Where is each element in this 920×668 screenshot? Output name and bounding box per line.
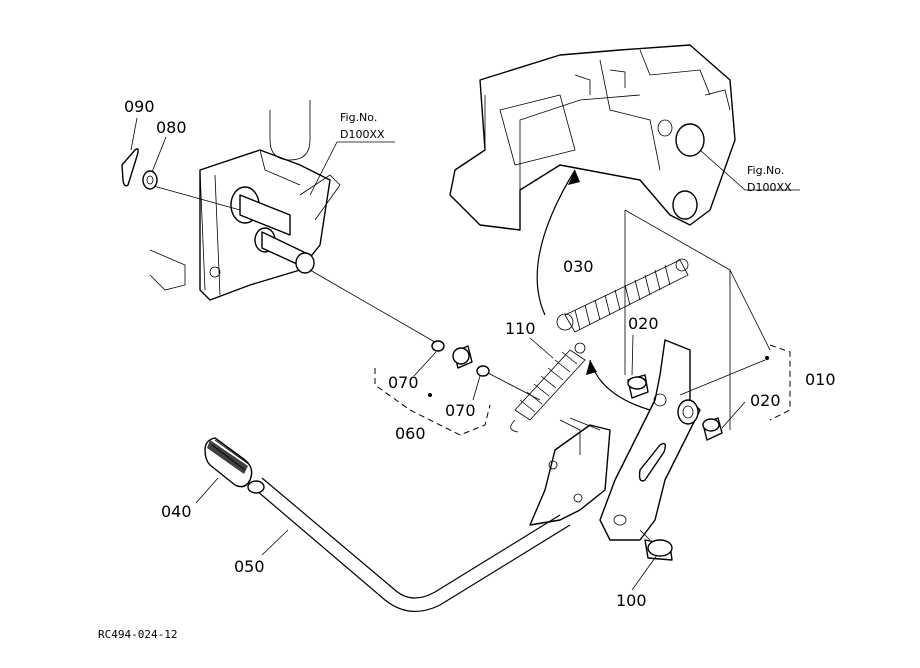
label-020-upper: 020 xyxy=(628,314,659,333)
label-030: 030 xyxy=(563,257,594,276)
label-leaders xyxy=(130,117,746,591)
axis-point-right xyxy=(765,356,769,360)
label-060: 060 xyxy=(395,424,426,443)
fig-ref-right-line2: D100XX xyxy=(747,181,792,194)
axis-line-060 xyxy=(487,372,541,401)
label-040: 040 xyxy=(161,502,192,521)
label-070-right: 070 xyxy=(445,401,476,420)
washer-080 xyxy=(142,170,158,190)
left-bracket-assembly xyxy=(149,100,341,301)
fig-ref-left-line2: D100XX xyxy=(340,128,385,141)
label-050: 050 xyxy=(234,557,265,576)
leader-lines-left xyxy=(149,141,441,346)
axis-point-060 xyxy=(428,393,432,397)
group-bracket-010 xyxy=(769,344,791,421)
drawing-code: RC494-024-12 xyxy=(98,628,177,641)
label-100: 100 xyxy=(616,591,647,610)
pedal-rod-050 xyxy=(247,477,571,612)
group-outline-right xyxy=(624,209,771,430)
bushing-020-lower xyxy=(702,417,723,441)
bolt-100 xyxy=(639,529,673,561)
spring-110 xyxy=(510,342,586,433)
sleeve-060 xyxy=(452,345,473,369)
bushing-070-right xyxy=(476,365,490,377)
lower-bracket xyxy=(529,417,611,526)
fig-ref-right-line1: Fig.No. xyxy=(747,164,784,177)
group-bracket-060 xyxy=(374,368,491,436)
cotter-pin-090 xyxy=(121,148,139,187)
label-070-left: 070 xyxy=(388,373,419,392)
assembly-arrows xyxy=(536,169,651,411)
label-090: 090 xyxy=(124,97,155,116)
pedal-pad-040 xyxy=(204,437,253,488)
spring-030 xyxy=(556,258,689,333)
axis-line-right xyxy=(679,359,766,396)
pedal-arm-010 xyxy=(599,339,701,541)
label-010: 010 xyxy=(805,370,836,389)
bushing-070-left xyxy=(431,340,445,352)
label-110: 110 xyxy=(505,319,536,338)
right-frame-assembly xyxy=(449,44,736,231)
leader-line-right-ref xyxy=(699,149,800,191)
fig-ref-left-line1: Fig.No. xyxy=(340,111,377,124)
bushing-020-upper xyxy=(627,374,649,399)
label-080: 080 xyxy=(156,118,187,137)
label-020-lower: 020 xyxy=(750,391,781,410)
